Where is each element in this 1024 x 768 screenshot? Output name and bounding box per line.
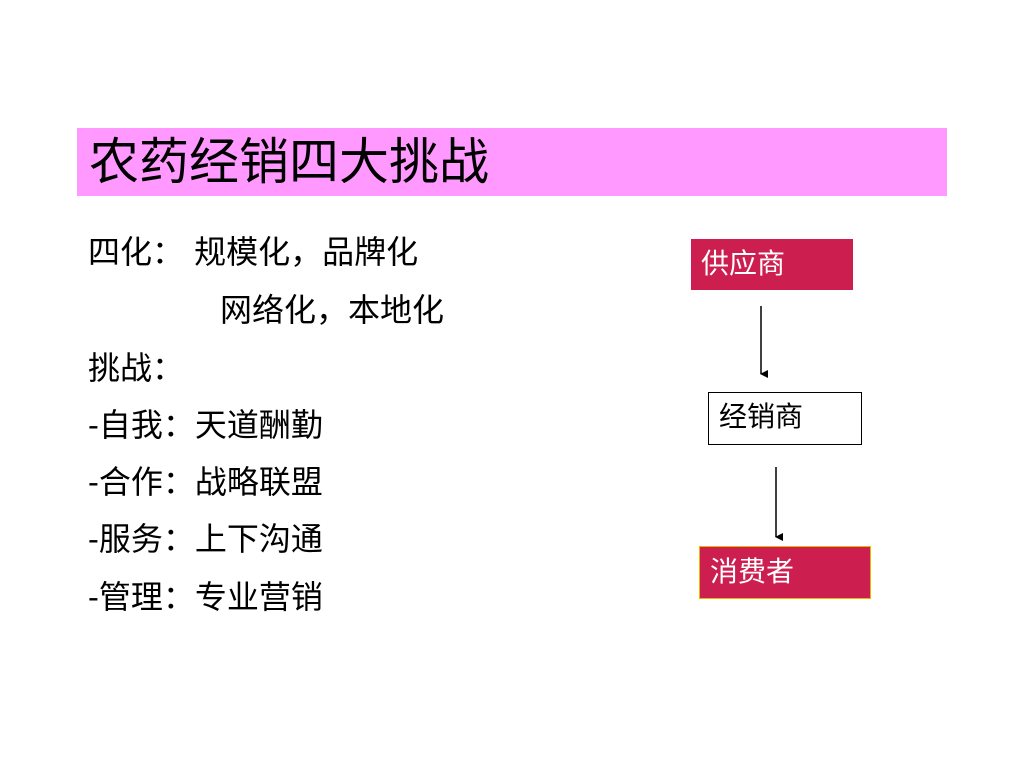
title-bar: 农药经销四大挑战 xyxy=(77,128,947,196)
text-line-self: -自我：天道酬勤 xyxy=(88,406,323,444)
flow-node-dealer: 经销商 xyxy=(708,392,862,445)
text-line-service: -服务：上下沟通 xyxy=(88,520,323,558)
text-line-management: -管理：专业营销 xyxy=(88,578,323,616)
flow-node-supplier: 供应商 xyxy=(691,239,853,290)
text-line-sihua-continued: 网络化，本地化 xyxy=(220,291,445,329)
text-line-cooperation: -合作：战略联盟 xyxy=(88,463,323,501)
slide-title: 农药经销四大挑战 xyxy=(89,133,489,191)
flow-node-consumer: 消费者 xyxy=(699,546,871,599)
text-line-challenges-heading: 挑战： xyxy=(88,349,185,387)
text-line-sihua: 四化： 规模化，品牌化 xyxy=(88,233,419,271)
